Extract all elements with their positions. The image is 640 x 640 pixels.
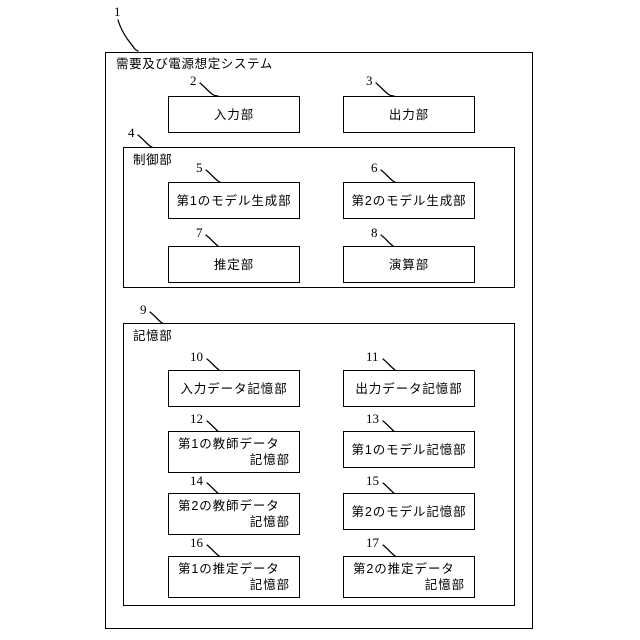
box-computation-unit-line1: 演算部 bbox=[388, 257, 430, 272]
box-first-model-storage-line1: 第1のモデル記憶部 bbox=[351, 442, 467, 457]
box-output-data-storage: 出力データ記憶部 bbox=[343, 370, 475, 407]
leader-line-3 bbox=[375, 82, 395, 97]
reference-numeral-6: 6 bbox=[371, 160, 378, 175]
box-first-teacher-data-storage-line1: 第1の教師データ bbox=[178, 437, 280, 451]
reference-numeral-14: 14 bbox=[190, 473, 203, 488]
reference-numeral-9: 9 bbox=[140, 302, 147, 317]
reference-numeral-13: 13 bbox=[366, 411, 379, 426]
box-estimation-unit-line1: 推定部 bbox=[213, 257, 255, 272]
box-first-model-storage: 第1のモデル記憶部 bbox=[343, 431, 475, 468]
box-first-teacher-data-storage: 第1の教師データ 記憶部 bbox=[168, 431, 300, 473]
reference-numeral-11: 11 bbox=[366, 349, 379, 364]
reference-numeral-15: 15 bbox=[366, 473, 379, 488]
box-second-model-generation-unit: 第2のモデル生成部 bbox=[343, 182, 475, 219]
leader-line-2 bbox=[199, 82, 219, 97]
reference-numeral-10: 10 bbox=[190, 349, 203, 364]
box-second-model-storage-line1: 第2のモデル記憶部 bbox=[351, 504, 467, 519]
box-computation-unit: 演算部 bbox=[343, 246, 475, 283]
box-second-teacher-data-storage: 第2の教師データ 記憶部 bbox=[168, 493, 300, 535]
box-output-unit: 出力部 bbox=[343, 96, 475, 133]
reference-numeral-16: 16 bbox=[190, 535, 203, 550]
reference-numeral-5: 5 bbox=[196, 160, 203, 175]
box-first-estimated-data-storage-line2: 記憶部 bbox=[249, 578, 290, 592]
box-input-unit-line1: 入力部 bbox=[213, 107, 255, 122]
storage-frame-title: 記憶部 bbox=[133, 329, 173, 343]
box-first-estimated-data-storage: 第1の推定データ 記憶部 bbox=[168, 556, 300, 598]
box-output-data-storage-line1: 出力データ記憶部 bbox=[355, 381, 463, 396]
reference-numeral-7: 7 bbox=[196, 225, 203, 240]
leader-line-1 bbox=[117, 19, 139, 52]
box-first-model-generation-unit-line1: 第1のモデル生成部 bbox=[176, 193, 292, 208]
box-first-model-generation-unit: 第1のモデル生成部 bbox=[168, 182, 300, 219]
box-second-estimated-data-storage-line1: 第2の推定データ bbox=[353, 562, 455, 576]
control-frame-title: 制御部 bbox=[133, 153, 173, 167]
reference-numeral-3: 3 bbox=[366, 73, 373, 88]
reference-numeral-12: 12 bbox=[190, 411, 203, 426]
box-input-data-storage-line1: 入力データ記憶部 bbox=[180, 381, 288, 396]
box-input-unit: 入力部 bbox=[168, 96, 300, 133]
box-first-estimated-data-storage-line1: 第1の推定データ bbox=[178, 562, 280, 576]
box-second-estimated-data-storage: 第2の推定データ 記憶部 bbox=[343, 556, 475, 598]
box-second-teacher-data-storage-line2: 記憶部 bbox=[249, 515, 290, 529]
box-first-teacher-data-storage-line2: 記憶部 bbox=[249, 453, 290, 467]
reference-numeral-1: 1 bbox=[114, 4, 121, 19]
reference-numeral-2: 2 bbox=[190, 73, 197, 88]
box-second-model-generation-unit-line1: 第2のモデル生成部 bbox=[351, 193, 467, 208]
system-frame-title: 需要及び電源想定システム bbox=[116, 57, 273, 71]
box-second-model-storage: 第2のモデル記憶部 bbox=[343, 493, 475, 530]
reference-numeral-8: 8 bbox=[371, 225, 378, 240]
box-second-estimated-data-storage-line2: 記憶部 bbox=[424, 578, 465, 592]
box-estimation-unit: 推定部 bbox=[168, 246, 300, 283]
reference-numeral-17: 17 bbox=[366, 535, 379, 550]
reference-numeral-4: 4 bbox=[128, 125, 135, 140]
box-output-unit-line1: 出力部 bbox=[388, 107, 430, 122]
box-second-teacher-data-storage-line1: 第2の教師データ bbox=[178, 499, 280, 513]
box-input-data-storage: 入力データ記憶部 bbox=[168, 370, 300, 407]
